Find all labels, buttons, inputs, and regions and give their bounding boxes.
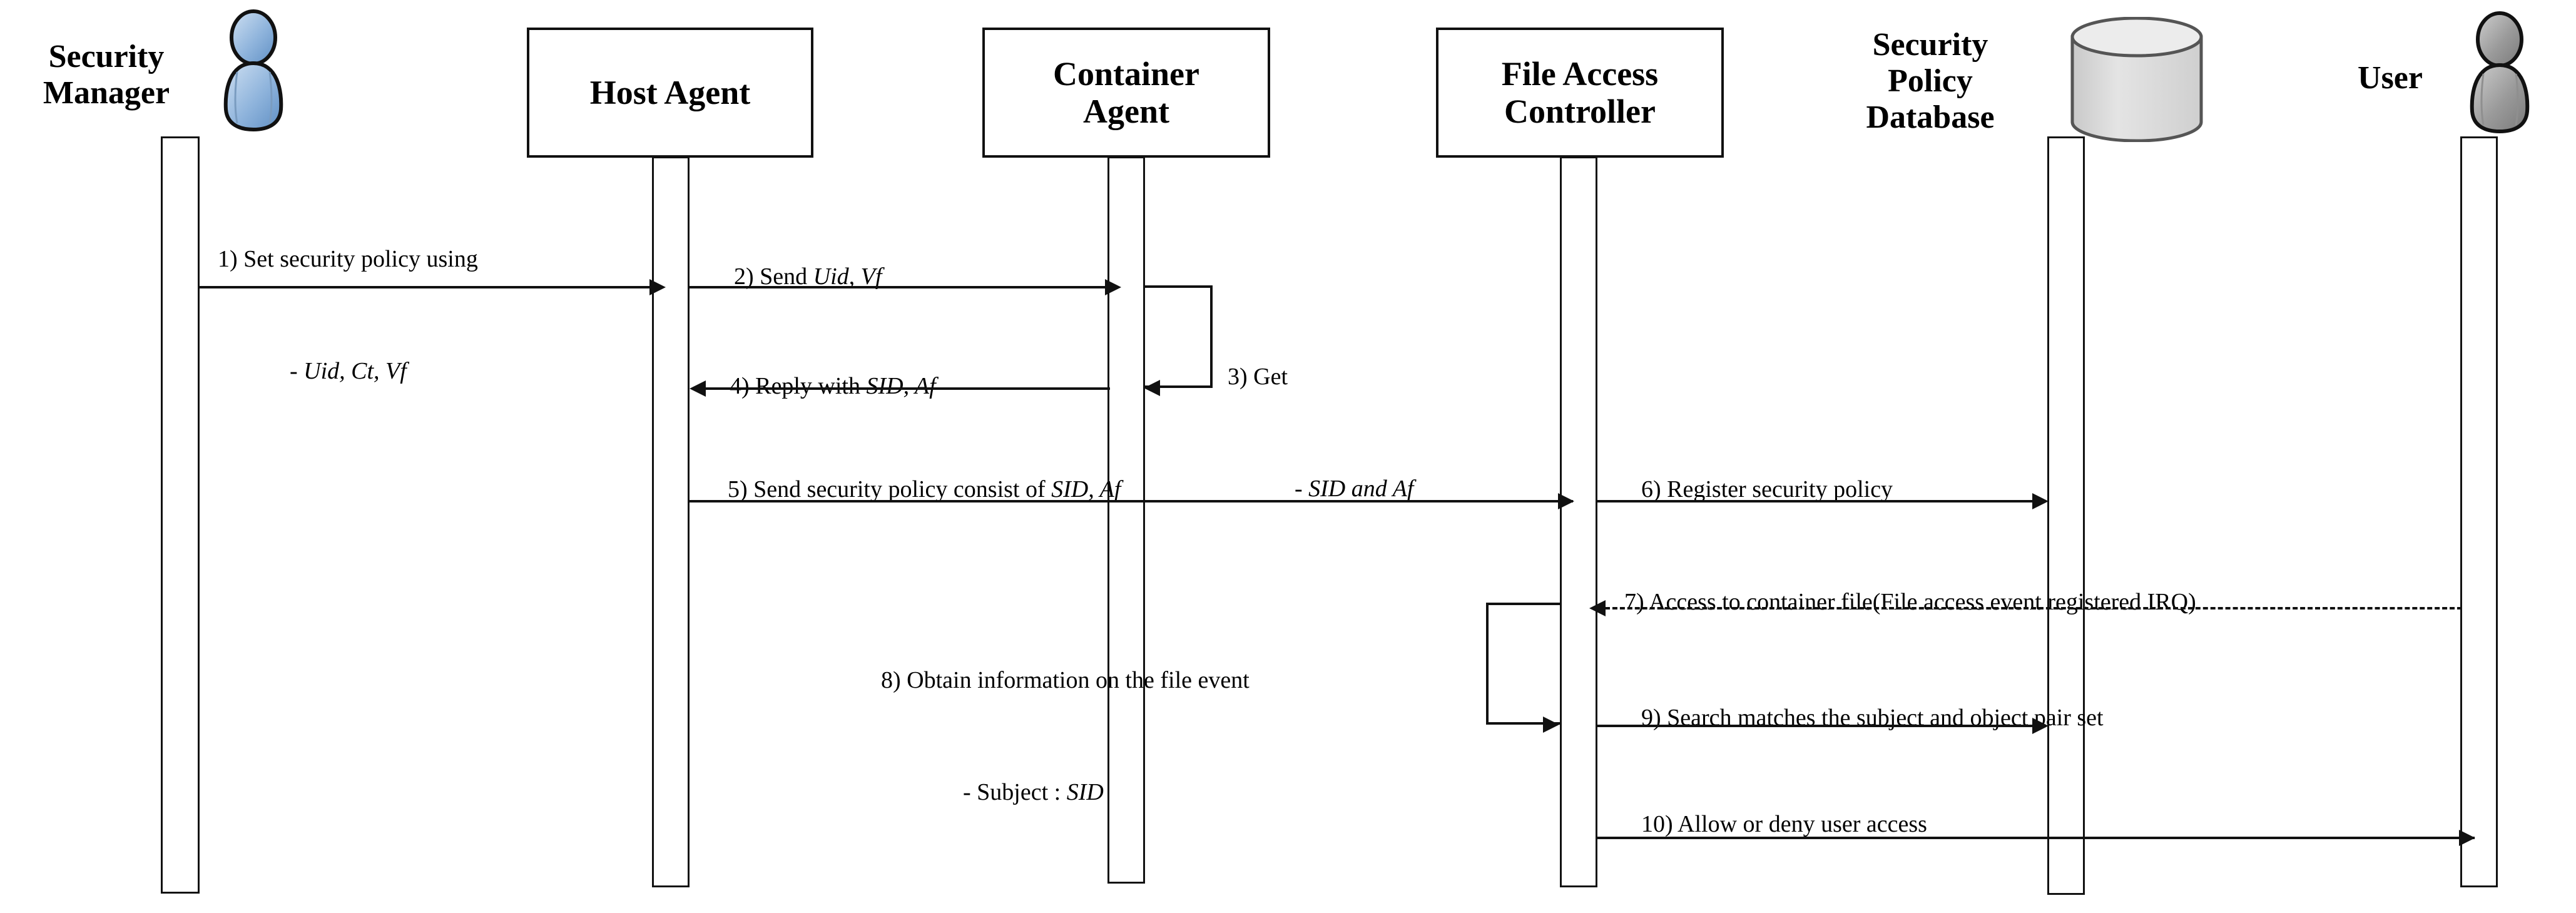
message-4-params: SID, Af: [866, 372, 936, 399]
message-3-line-1: 3) Get: [1228, 363, 1288, 390]
message-5-arrow-line[interactable]: [690, 500, 1573, 502]
lifeline-container-agent[interactable]: [1107, 156, 1145, 884]
message-10-label: 10) Allow or deny user access: [1617, 782, 1927, 866]
cylinder-database-icon: [2070, 17, 2203, 142]
message-9-arrow-line[interactable]: [1597, 725, 2045, 727]
lifeline-security-policy-database[interactable]: [2047, 136, 2085, 895]
message-10-text: 10) Allow or deny user access: [1641, 810, 1927, 837]
message-9-arrowhead: [2032, 718, 2049, 734]
message-7-label: 7) Access to container file(File access …: [1601, 560, 2196, 644]
message-1-label: 1) Set security policy using - Uid, Ct, …: [218, 189, 478, 469]
participant-label-container-agent: Container Agent: [1053, 54, 1199, 130]
message-5-label: 5) Send security policy consist of SID, …: [704, 447, 1121, 531]
message-5-text: 5) Send security policy consist of: [728, 476, 1052, 502]
participant-header-user[interactable]: User: [2321, 53, 2459, 103]
lifeline-user[interactable]: [2460, 136, 2498, 887]
message-2-arrowhead: [1105, 279, 1121, 295]
message-7-arrow-line[interactable]: [1605, 607, 2462, 610]
participant-label-security-manager: Security Manager: [43, 38, 170, 111]
message-6-text: 6) Register security policy: [1641, 476, 1893, 502]
message-8-line-3: - Object : Af: [881, 890, 1250, 913]
message-7-text: 7) Access to container file(File access …: [1624, 588, 2196, 615]
message-1-arrowhead: [649, 279, 666, 295]
lifeline-file-access-controller[interactable]: [1560, 156, 1597, 887]
message-1-line-1: 1) Set security policy using: [218, 245, 478, 272]
message-5-arrowhead: [1558, 493, 1574, 509]
message-4-arrowhead: [690, 380, 706, 397]
message-3-arrowhead: [1144, 380, 1160, 396]
lifeline-host-agent[interactable]: [652, 156, 690, 887]
participant-header-file-access-controller[interactable]: File Access Controller: [1436, 28, 1724, 158]
message-3-label: 3) Get - SID and Af: [1228, 307, 1413, 587]
message-4-label: 4) Reply with SID, Af: [706, 344, 936, 428]
message-8-label: 8) Obtain information on the file event …: [881, 610, 1250, 913]
lifeline-security-manager[interactable]: [161, 136, 200, 894]
message-8-line-1: 8) Obtain information on the file event: [881, 666, 1250, 693]
message-10-arrow-line[interactable]: [1597, 837, 2475, 839]
message-5-params: SID, Af: [1051, 476, 1121, 502]
message-8-line-2: - Subject : SID: [963, 778, 1104, 805]
message-7-arrowhead: [1589, 600, 1606, 616]
message-6-arrowhead: [2032, 493, 2049, 509]
message-4-arrow-line[interactable]: [706, 387, 1110, 390]
message-2-arrow-line[interactable]: [690, 286, 1119, 288]
participant-label-file-access-controller: File Access Controller: [1501, 54, 1659, 130]
message-1-line-2: - Uid, Ct, Vf: [290, 357, 407, 384]
participant-label-host-agent: Host Agent: [589, 73, 751, 111]
message-6-label: 6) Register security policy: [1617, 447, 1893, 531]
message-2-label: 2) Send Uid, Vf: [710, 235, 882, 319]
message-10-arrowhead: [2459, 830, 2475, 846]
message-3-line-2: - SID and Af: [1295, 475, 1414, 502]
participant-header-security-policy-database[interactable]: Security Policy Database: [1827, 13, 2034, 150]
message-2-text: 2) Send: [734, 263, 813, 290]
participant-header-host-agent[interactable]: Host Agent: [527, 28, 813, 158]
person-icon-blue: [223, 9, 283, 131]
participant-label-security-policy-database: Security Policy Database: [1866, 26, 1995, 136]
participant-label-user: User: [2358, 59, 2423, 96]
message-8-arrowhead: [1543, 717, 1559, 733]
participant-header-security-manager[interactable]: Security Manager: [6, 34, 206, 116]
message-8-self-loop[interactable]: [1486, 603, 1561, 725]
message-1-arrow-line[interactable]: [199, 286, 663, 288]
message-3-self-loop[interactable]: [1144, 285, 1213, 388]
message-6-arrow-line[interactable]: [1597, 500, 2045, 502]
message-2-params: Uid, Vf: [813, 263, 882, 290]
person-icon-gray: [2470, 11, 2530, 133]
message-4-text: 4) Reply with: [730, 372, 867, 399]
participant-header-container-agent[interactable]: Container Agent: [982, 28, 1270, 158]
message-9-label: 9) Search matches the subject and object…: [1617, 676, 2104, 760]
